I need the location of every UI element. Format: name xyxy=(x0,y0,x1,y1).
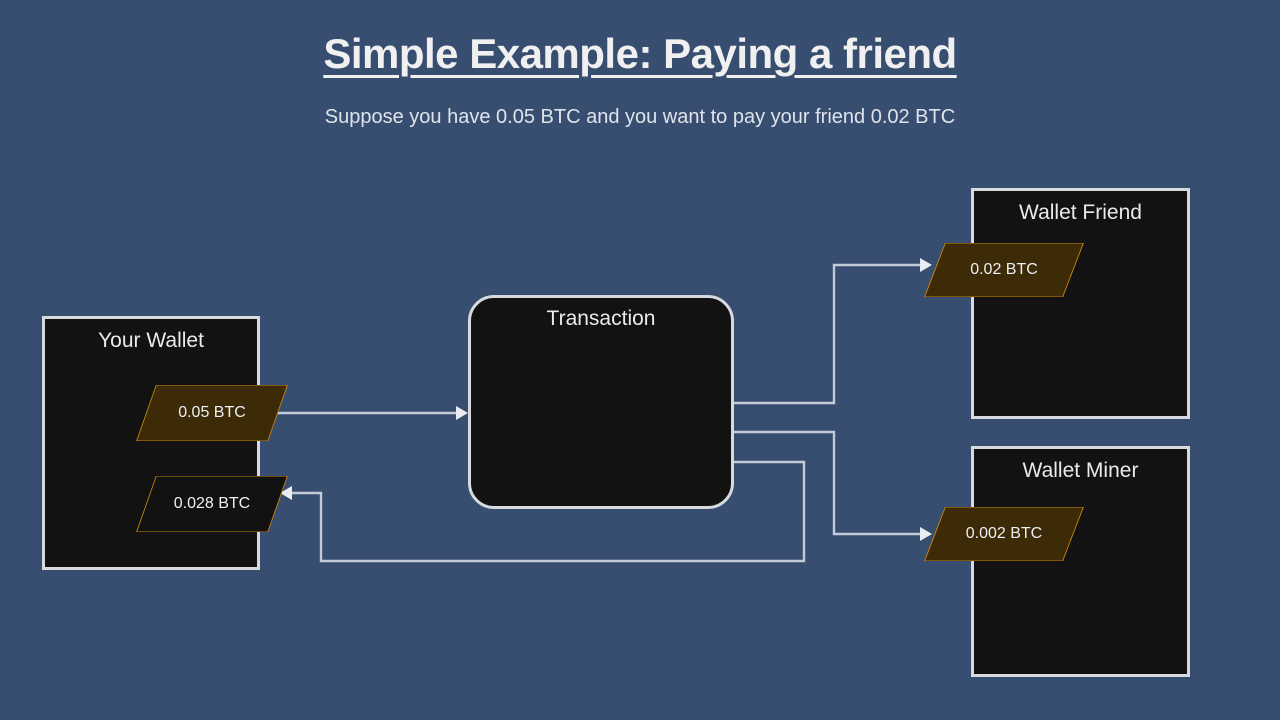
edge-pay-friend xyxy=(734,258,932,405)
utxo-label-friend: 0.02 BTC xyxy=(970,261,1038,278)
wallet-title-your-wallet: Your Wallet xyxy=(98,329,204,352)
utxo-label-change: 0.028 BTC xyxy=(173,495,251,512)
utxo-fill-shape xyxy=(137,385,287,441)
page-subtitle: Suppose you have 0.05 BTC and you want t… xyxy=(324,106,956,128)
utxo-fill-shape xyxy=(137,476,287,532)
page-title: Simple Example: Paying a friend xyxy=(323,30,957,77)
edge-miner-fee xyxy=(734,430,932,541)
wallet-title-wallet-friend: Wallet Friend xyxy=(1019,201,1142,224)
utxo-fill-shape xyxy=(925,507,1083,561)
utxo-label-miner: 0.002 BTC xyxy=(965,525,1043,542)
utxo-input-0-05-btc[interactable]: 0.05 BTC xyxy=(136,385,288,441)
transaction-node[interactable]: Transaction xyxy=(468,295,734,509)
wallet-box-wallet-miner[interactable]: Wallet Miner xyxy=(971,446,1190,677)
utxo-change-0-028-btc[interactable]: 0.028 BTC xyxy=(136,476,288,532)
wallet-title-wallet-miner: Wallet Miner xyxy=(1022,459,1139,482)
utxo-friend-0-02-btc[interactable]: 0.02 BTC xyxy=(924,243,1084,297)
utxo-miner-0-002-btc[interactable]: 0.002 BTC xyxy=(924,507,1084,561)
edge-spend xyxy=(277,406,468,420)
wallet-box-wallet-friend[interactable]: Wallet Friend xyxy=(971,188,1190,419)
transaction-title: Transaction xyxy=(546,307,656,330)
utxo-fill-shape xyxy=(925,243,1083,297)
utxo-label-input: 0.05 BTC xyxy=(178,404,246,421)
